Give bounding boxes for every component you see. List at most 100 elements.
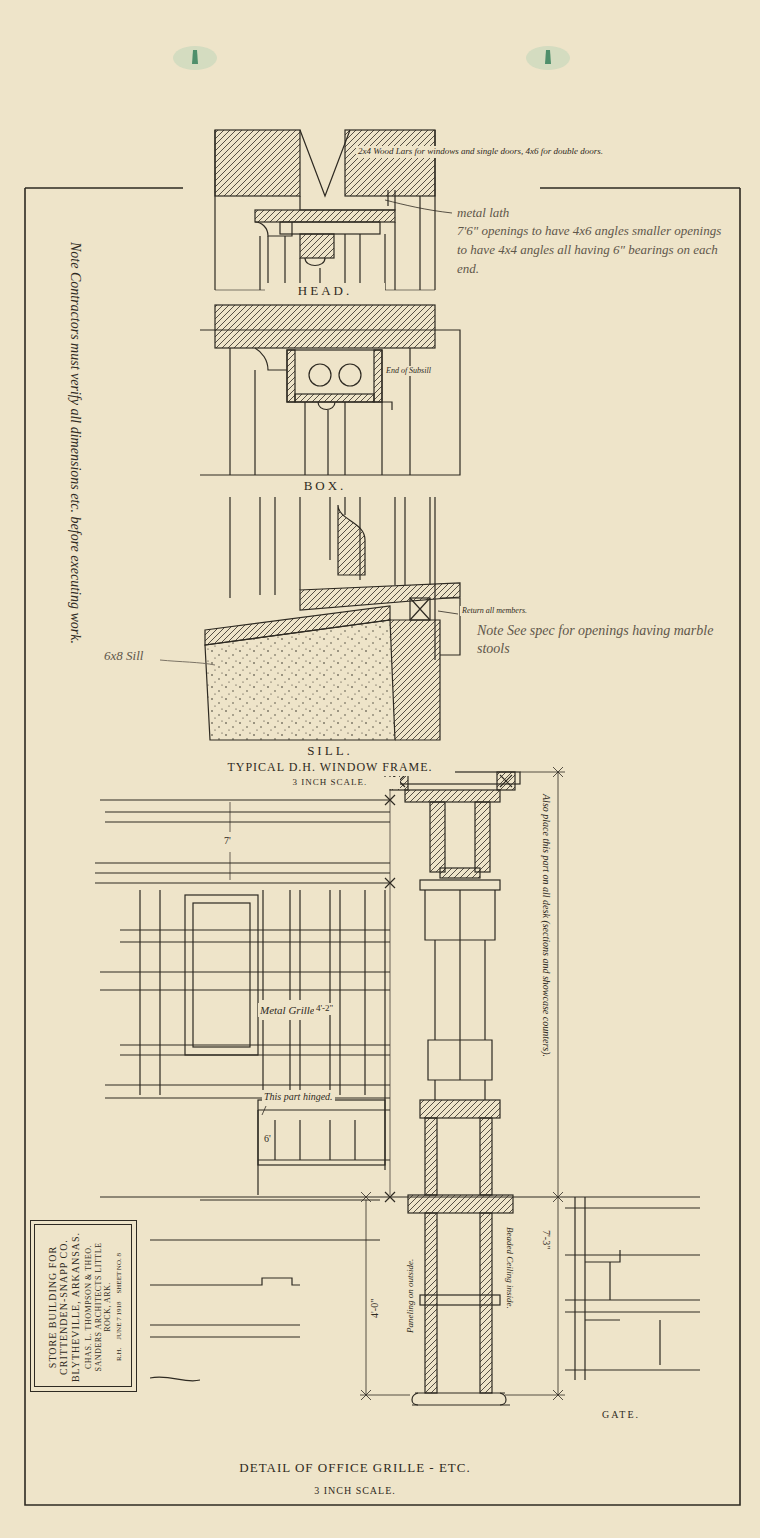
drawing-stroke <box>435 1080 485 1100</box>
drawing-stroke <box>420 880 500 890</box>
drawing-label: SILL. <box>265 743 395 760</box>
drawing-stroke <box>385 1192 395 1202</box>
drawing-stroke <box>100 930 390 1160</box>
drawing-stroke <box>192 50 198 64</box>
drawing-label: 2x4 Wood Lars for windows and single doo… <box>356 146 605 158</box>
drawing-stroke <box>345 130 435 196</box>
drawing-stroke <box>438 611 458 614</box>
drawing-stroke <box>412 1393 510 1405</box>
title-frame: STORE BUILDING FOR CRITTENDEN-SNAPP CO. … <box>34 1224 132 1387</box>
drawing-stroke <box>390 620 440 740</box>
drawing-label: DETAIL OF OFFICE GRILLE - ETC. <box>205 1460 505 1477</box>
drawing-stroke <box>420 1295 500 1305</box>
title-text: CHAS. L. THOMPSON & THEO. SANDERS ARCHIT… <box>83 1229 111 1384</box>
title-text-column: STORE BUILDING FOR CRITTENDEN-SNAPP CO. … <box>36 1226 132 1387</box>
drawing-stroke <box>255 222 292 236</box>
drawing-stroke <box>338 505 365 575</box>
drawing-stroke <box>275 1120 355 1160</box>
drawing-stroke <box>420 1100 500 1118</box>
drawing-stroke <box>300 190 395 210</box>
drawing-stroke <box>150 1240 380 1337</box>
drawing-stroke <box>25 188 740 1505</box>
title-meta-row: R.H. JUNE 7 1918 SHEET NO. 8 <box>114 1253 122 1361</box>
drawing-stroke <box>360 1200 410 1395</box>
drawing-stroke <box>425 1118 437 1195</box>
drawing-stroke <box>295 394 374 402</box>
drawing-stroke <box>205 620 395 740</box>
drawing-label: 6x8 Sill <box>102 648 145 665</box>
drawing-label: 7'6" openings to have 4x6 angles smaller… <box>455 222 730 279</box>
drawing-stroke <box>390 790 391 1195</box>
drawing-stroke <box>553 767 563 1400</box>
drawing-stroke <box>258 1100 385 1165</box>
drawing-label: 6' <box>262 1132 273 1145</box>
drawing-stroke <box>257 1110 258 1195</box>
drawing-stroke <box>480 1213 492 1393</box>
drawing-stroke <box>410 598 430 620</box>
drawing-stroke <box>287 350 382 402</box>
drawing-stroke <box>480 1118 492 1195</box>
drawing-label: GATE. <box>600 1408 642 1421</box>
drawing-label: TYPICAL D.H. WINDOW FRAME. <box>205 760 455 776</box>
drawing-label: Metal Grille <box>258 1003 317 1017</box>
drawing-label: This part hinged. <box>262 1090 335 1103</box>
vertical-note: Beaded Ceiling inside. <box>503 1225 515 1311</box>
drawing-stroke <box>255 210 395 222</box>
drawing-stroke <box>185 895 258 1055</box>
drawing-stroke <box>440 598 460 655</box>
drawing-stroke <box>408 1195 513 1213</box>
drawing-stroke <box>300 234 334 258</box>
drawing-label: Note See spec for openings having marble… <box>475 622 730 658</box>
drawing-stroke <box>300 583 460 610</box>
drawing-stroke <box>425 1213 437 1393</box>
drawing-label: metal lath <box>455 205 511 222</box>
drawing-label: Return all members. <box>460 606 529 616</box>
drawing-stroke <box>526 46 570 70</box>
drawing-stroke <box>95 800 390 883</box>
drawing-stroke <box>280 222 380 234</box>
ink-lines <box>25 130 740 1505</box>
drawing-stroke <box>230 348 410 475</box>
drawing-stroke <box>475 802 490 872</box>
drawing-label: 7' <box>222 834 233 847</box>
title-block: STORE BUILDING FOR CRITTENDEN-SNAPP CO. … <box>30 1220 137 1392</box>
drawing-stroke <box>374 350 382 402</box>
title-meta: SHEET NO. 8 <box>114 1253 122 1294</box>
drawing-stroke <box>405 790 500 802</box>
drawing-stroke <box>193 903 250 1047</box>
drawing-stroke <box>173 46 217 70</box>
drawing-stroke <box>385 200 452 213</box>
drawing-stroke <box>393 775 512 787</box>
drawing-stroke <box>425 890 495 1080</box>
drawing-stroke <box>140 890 385 1170</box>
drawing-label: 3 INCH SCALE. <box>260 777 400 789</box>
drawing-stroke <box>309 364 331 386</box>
drawing-stroke <box>215 130 300 196</box>
title-meta: JUNE 7 1918 <box>114 1301 122 1339</box>
paper-marks <box>173 46 570 70</box>
drawing-stroke <box>150 1377 200 1381</box>
drawing-stroke <box>412 1393 506 1405</box>
drawing-stroke <box>200 1199 380 1200</box>
drawing-label: 4'-2" <box>314 1003 335 1015</box>
vertical-note: 4'-0" <box>368 1297 381 1320</box>
drawing-stroke <box>410 598 430 620</box>
drawing-stroke <box>287 350 295 402</box>
title-meta: R.H. <box>114 1347 122 1360</box>
drawing-stroke <box>160 660 215 665</box>
drawing-stroke <box>262 1106 266 1115</box>
drawing-stroke <box>215 305 435 348</box>
drawing-stroke <box>305 258 325 266</box>
drawing-stroke <box>300 130 350 196</box>
drawing-stroke <box>260 196 420 290</box>
drawing-stroke <box>339 364 361 386</box>
drawing-stroke <box>575 1197 660 1380</box>
drawing-stroke <box>545 50 551 64</box>
drawing-stroke <box>430 802 445 872</box>
drawing-stroke <box>255 348 287 370</box>
title-text: STORE BUILDING FOR CRITTENDEN-SNAPP CO. … <box>46 1229 81 1384</box>
vertical-note: Paneling on outside. <box>405 1257 417 1335</box>
drawing-stroke <box>382 402 392 410</box>
drawing-stroke <box>428 1040 492 1080</box>
drawing-label: HEAD. <box>265 283 385 300</box>
